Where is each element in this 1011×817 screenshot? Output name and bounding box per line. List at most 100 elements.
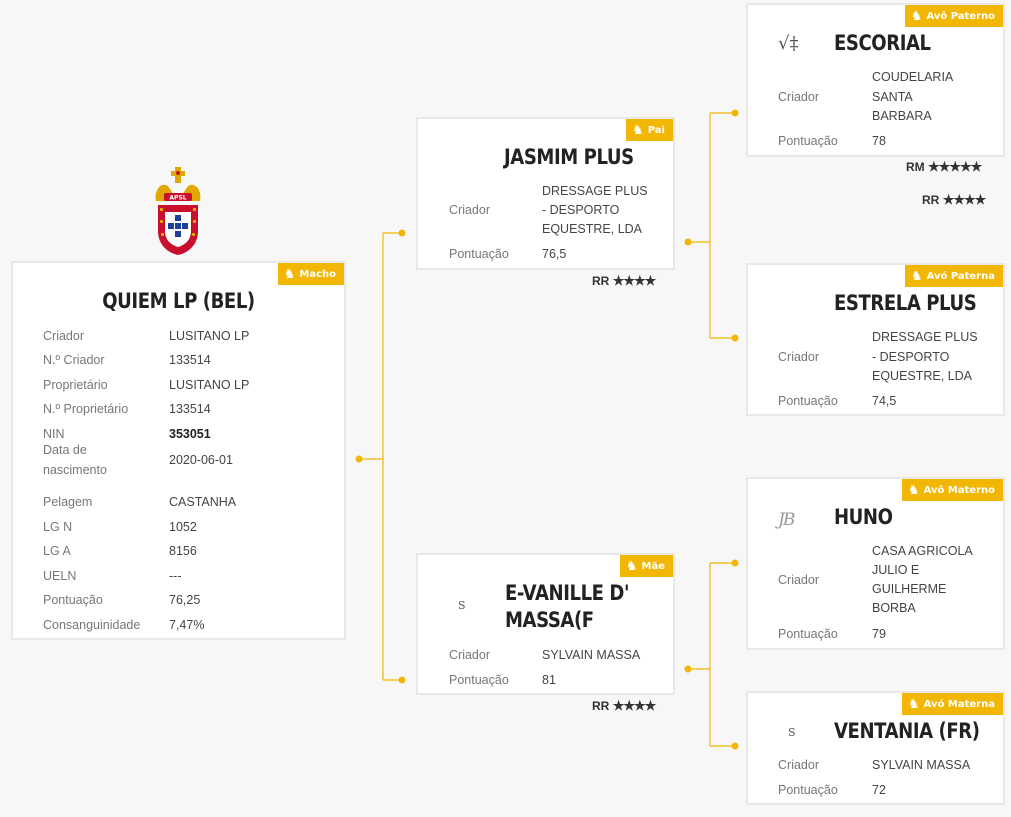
score-value: 74,5 [872,394,897,408]
rating-code: RR [922,193,940,207]
horse-icon: ♞ [908,696,920,712]
badge-label: Mãe [641,560,665,572]
horse-icon: ♞ [910,8,923,24]
horse-name: ESTRELA PLUS [834,291,977,315]
apsl-crest-logo: APSL [155,167,201,255]
grandsire-rating-rr: RR ★★★★ [922,192,987,208]
relation-badge: ♞ Avô Paterno [904,5,1003,27]
score-label: Pontuação [449,673,509,687]
breeder-line-2: - DESPORTO [872,350,950,364]
field-label: LG N [43,520,73,534]
horse-name: QUIEM LP (BEL) [102,289,255,313]
brand-mark-icon: S [458,599,466,612]
breeder-line-1: DRESSAGE PLUS [872,330,978,344]
breeder-value: SYLVAIN MASSA [872,758,971,772]
breeder-label: Criador [778,350,819,364]
field-label: Data de nascimento [43,443,107,477]
horse-name: VENTANIA (FR) [834,719,980,743]
badge-label: Pai [647,124,665,136]
field-value: 353051 [169,427,211,441]
horse-name: JASMIM PLUS [504,145,634,169]
dam-card[interactable]: ♞ Mãe S E-VANILLE D' MASSA(F Criador SYL… [416,553,675,695]
star-icons: ★★★★★ [928,159,982,174]
star-icons: ★★★★ [942,192,987,207]
horse-icon: ♞ [625,558,638,574]
field-label: UELN [43,569,77,583]
field-value: CASTANHA [169,495,237,509]
breeder-line-3: BARBARA [872,109,932,123]
horse-icon: ♞ [283,266,296,282]
horse-name: ESCORIAL [834,31,931,55]
score-label: Pontuação [778,627,838,641]
dam-rating-rr: RR ★★★★ [592,698,657,714]
field-value: 2020-06-01 [169,453,233,467]
star-icons: ★★★★ [612,273,657,288]
paternal-granddam-card[interactable]: ♞ Avó Paterna ESTRELA PLUS Criador DRESS… [746,263,1005,416]
horse-icon: ♞ [907,482,920,498]
breeder-line-2: JULIO E [872,563,920,577]
field-value: 76,25 [169,593,201,607]
breeder-line-3: GUILHERME [872,582,947,596]
horse-icon: ♞ [632,122,644,138]
score-label: Pontuação [778,134,838,148]
breeder-label: Criador [778,573,819,587]
breeder-label: Criador [449,203,490,217]
score-label: Pontuação [449,247,509,261]
maternal-granddam-card[interactable]: ♞ Avó Materna S VENTANIA (FR) Criador SY… [746,691,1005,805]
score-label: Pontuação [778,783,838,797]
breeder-line-4: BORBA [872,601,916,615]
score-label: Pontuação [778,394,838,408]
field-label: NIN [43,427,65,441]
horse-icon: ♞ [910,268,923,284]
breeder-line-1: DRESSAGE PLUS [542,184,648,198]
badge-label: Avô Paterno [926,10,995,22]
field-value: LUSITANO LP [169,329,250,343]
horse-name: HUNO [834,505,893,529]
relation-badge: ♞ Avó Materna [902,693,1003,715]
score-value: 72 [872,783,886,797]
star-icons: ★★★★ [612,698,657,713]
breeder-line-3: EQUESTRE, LDA [542,222,643,236]
field-value: 7,47% [169,618,205,632]
field-value: 8156 [169,544,197,558]
sire-rating-rr: RR ★★★★ [592,273,657,289]
relation-badge: ♞ Pai [626,119,673,141]
badge-label: Avô Materno [923,484,995,496]
breeder-line-2: SANTA [872,90,913,104]
rating-code: RR [592,274,610,288]
badge-label: Avó Materna [923,698,995,710]
breeder-value: SYLVAIN MASSA [542,648,641,662]
breeder-label: Criador [449,648,490,662]
field-value: --- [169,569,182,583]
breeder-line-3: EQUESTRE, LDA [872,369,973,383]
score-value: 76,5 [542,247,567,261]
field-label: N.º Criador [43,353,105,367]
field-label: N.º Proprietário [43,402,129,416]
score-value: 81 [542,673,556,687]
horse-name-line-1: E-VANILLE D' [505,581,630,605]
badge-label: Macho [299,268,336,280]
score-value: 79 [872,627,886,641]
crest-text: APSL [169,195,186,202]
sire-card[interactable]: ♞ Pai JASMIM PLUS Criador DRESSAGE PLUS … [416,117,675,270]
maternal-grandsire-card[interactable]: ♞ Avô Materno JB HUNO Criador CASA AGRIC… [746,477,1005,650]
field-value: 1052 [169,520,197,534]
brand-mark-icon: √‡ [778,33,799,54]
field-value: 133514 [169,353,211,367]
field-label: Consanguinidade [43,618,141,632]
score-value: 78 [872,134,886,148]
sex-badge: ♞ Macho [277,263,344,285]
field-label: LG A [43,544,71,558]
breeder-line-1: COUDELARIA [872,70,954,84]
breeder-label: Criador [778,758,819,772]
field-value: 133514 [169,402,211,416]
relation-badge: ♞ Mãe [619,555,673,577]
badge-label: Avó Paterna [926,270,995,282]
rating-code: RR [592,699,610,713]
paternal-grandsire-card[interactable]: ♞ Avô Paterno √‡ ESCORIAL Criador COUDEL… [746,3,1005,157]
field-label: Pontuação [43,593,103,607]
breeder-label: Criador [778,90,819,104]
brand-mark-icon: JB [778,510,795,530]
